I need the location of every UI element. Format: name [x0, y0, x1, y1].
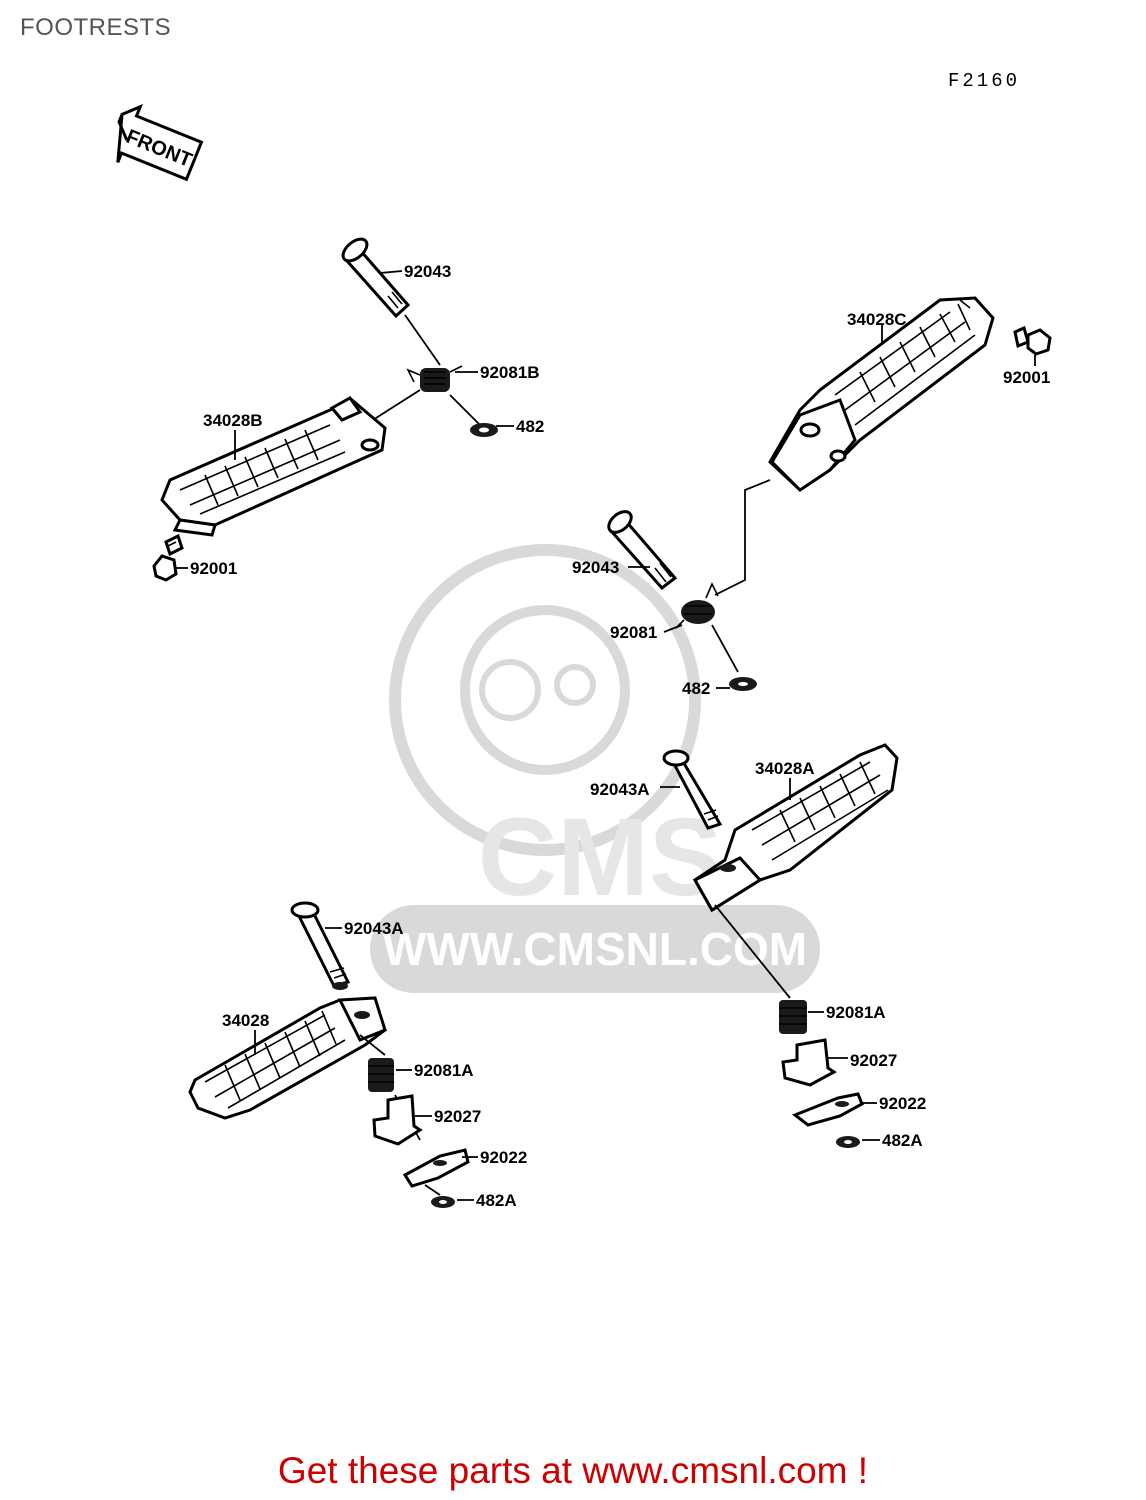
label-middle-clip: 482 [682, 679, 710, 698]
label-upper-right-bolt: 92001 [1003, 368, 1050, 387]
label-lower-left-pin: 92043A [344, 919, 404, 938]
footer-link-text[interactable]: Get these parts at www.cmsnl.com ! [277, 1450, 869, 1491]
footrest-upper-right [768, 296, 995, 492]
pin-middle [607, 510, 678, 591]
label-upper-right-footrest: 34028C [847, 310, 907, 329]
label-lower-right-footrest: 34028A [755, 759, 815, 778]
page-title: FOOTRESTS [20, 14, 172, 41]
label-lower-right-pin: 92043A [590, 780, 650, 799]
spring-lower-left [368, 1058, 394, 1092]
pin-lower-left [290, 901, 351, 990]
pin-upper-left [341, 237, 411, 319]
clip-lower-left [431, 1196, 455, 1208]
watermark: WWW.CMSNL.COM CMS [370, 544, 820, 993]
label-lower-left-holder: 92027 [434, 1107, 481, 1126]
leader-middle-spring [663, 624, 683, 633]
axis-upper-right [714, 479, 771, 596]
label-lower-right-plate: 92022 [879, 1094, 926, 1113]
bolt-upper-right [1013, 325, 1052, 356]
front-arrow: FRONT [116, 103, 204, 182]
pin-lower-right [662, 749, 723, 830]
footrest-lower-left [188, 996, 387, 1120]
holder-lower-right [781, 1038, 837, 1087]
watermark-brand: CMS [478, 796, 722, 919]
label-lower-left-clip: 482A [476, 1191, 517, 1210]
label-lower-right-clip: 482A [882, 1131, 923, 1150]
bolt-upper-left [152, 533, 184, 582]
label-upper-left-clip: 482 [516, 417, 544, 436]
spring-middle [675, 582, 719, 629]
spring-upper-left [406, 365, 463, 392]
figure-code: F2160 [948, 70, 1020, 92]
watermark-site: WWW.CMSNL.COM [383, 923, 807, 975]
label-upper-left-bolt: 92001 [190, 559, 237, 578]
axis-middle [711, 624, 739, 673]
label-middle-pin: 92043 [572, 558, 619, 577]
footrest-upper-left [160, 396, 387, 537]
leader-upper-left-pin [379, 270, 403, 274]
label-lower-right-spring: 92081A [826, 1003, 886, 1022]
label-upper-left-pin: 92043 [404, 262, 451, 281]
label-upper-left-spring: 92081B [480, 363, 540, 382]
plate-lower-left [402, 1148, 470, 1188]
holder-lower-left [372, 1094, 423, 1146]
clip-middle [729, 677, 757, 691]
clip-lower-right [836, 1136, 860, 1148]
clip-upper-left [470, 423, 498, 437]
footrest-lower-right [692, 743, 899, 913]
spring-lower-right [779, 1000, 807, 1034]
axis-lower-right [714, 904, 791, 999]
label-lower-left-spring: 92081A [414, 1061, 474, 1080]
label-middle-spring: 92081 [610, 623, 657, 642]
label-lower-right-holder: 92027 [850, 1051, 897, 1070]
axis-upper-left [404, 314, 481, 426]
plate-lower-right [791, 1092, 864, 1127]
label-lower-left-footrest: 34028 [222, 1011, 269, 1030]
label-lower-left-plate: 92022 [480, 1148, 527, 1167]
label-upper-left-footrest: 34028B [203, 411, 263, 430]
